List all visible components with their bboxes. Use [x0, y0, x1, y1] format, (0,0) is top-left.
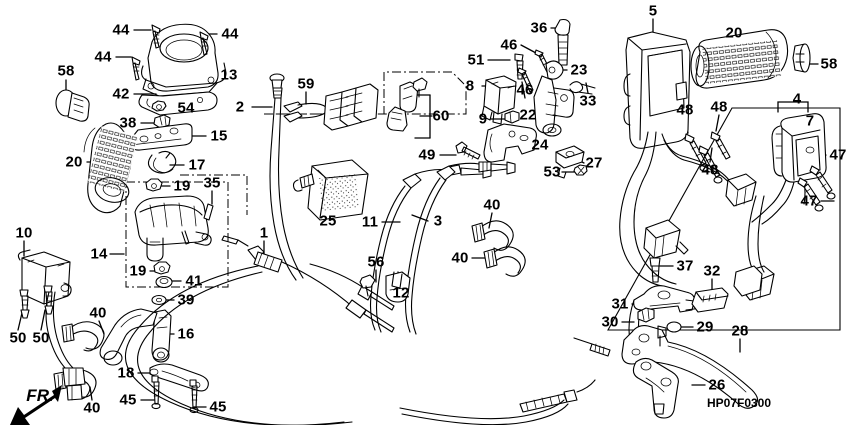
callout-40-b: 40: [83, 399, 101, 417]
callout-8: 8: [465, 77, 475, 95]
callout-13: 13: [220, 66, 238, 84]
callout-50-a: 50: [9, 329, 27, 347]
right-switch-parts: [481, 18, 596, 179]
callout-29: 29: [696, 318, 714, 336]
clamp-40-c: [471, 220, 514, 251]
callout-48-a: 48: [676, 101, 694, 119]
callout-42: 42: [112, 85, 130, 103]
callout-5: 5: [648, 2, 658, 20]
group-boxes: [125, 71, 841, 331]
callout-9: 9: [478, 110, 488, 128]
callout-15: 15: [210, 127, 228, 145]
spring-33: [569, 81, 596, 95]
cable-1: [124, 235, 411, 425]
callout-31: 31: [611, 295, 629, 313]
callout-47-b: 47: [800, 192, 818, 210]
callout-46-a: 46: [500, 36, 518, 54]
callout-32: 32: [703, 262, 721, 280]
grip-left: [83, 122, 139, 214]
callout-50-b: 50: [32, 329, 50, 347]
clamp-40-a: [61, 321, 105, 352]
callout-48-b: 48: [710, 98, 728, 116]
callout-14: 14: [90, 245, 108, 263]
callout-44-b: 44: [221, 25, 239, 43]
callout-54: 54: [177, 99, 195, 117]
callout-40-d: 40: [451, 249, 469, 267]
callout-10: 10: [15, 224, 33, 242]
callout-33: 33: [579, 92, 597, 110]
callout-35: 35: [203, 174, 221, 192]
switch-8: [481, 75, 517, 125]
callout-4: 4: [792, 90, 802, 108]
callout-7: 7: [805, 112, 815, 130]
callout-47-a: 47: [829, 146, 847, 164]
callout-36: 36: [530, 19, 548, 37]
clip-27: [555, 145, 585, 179]
fr-arrow: [10, 385, 62, 425]
callout-56: 56: [367, 253, 385, 271]
callout-39: 39: [177, 291, 195, 309]
callout-12: 12: [392, 284, 410, 302]
switch-4-7: [733, 113, 836, 297]
callout-51: 51: [467, 51, 485, 69]
end-cap-left: [55, 89, 90, 122]
callout-45-a: 45: [119, 391, 137, 409]
callout-45-b: 45: [209, 398, 227, 416]
callout-20-b: 20: [725, 24, 743, 42]
box-25: [292, 159, 369, 221]
callout-19-b: 19: [129, 262, 147, 280]
callout-49: 49: [418, 146, 436, 164]
callout-30: 30: [601, 313, 619, 331]
callout-37: 37: [676, 257, 694, 275]
lever-22-23: [533, 60, 575, 137]
callout-44-a: 44: [112, 21, 130, 39]
callout-60: 60: [432, 107, 450, 125]
callout-3: 3: [433, 212, 443, 230]
brake-lever-group: [399, 257, 759, 425]
left-switch-housing-group: [55, 23, 227, 214]
callout-40-c: 40: [483, 196, 501, 214]
bracket-24: [483, 123, 537, 163]
grip-right: [690, 29, 811, 89]
callout-48-c: 48: [701, 161, 719, 179]
callout-18: 18: [117, 364, 135, 382]
callout-53: 53: [543, 163, 561, 181]
callout-46-b: 46: [516, 81, 534, 99]
callout-58-b: 58: [820, 55, 838, 73]
callout-24: 24: [531, 136, 549, 154]
front-direction-label: FR.: [26, 386, 54, 405]
callout-58-a: 58: [57, 62, 75, 80]
lower-left-housing-group: [53, 178, 214, 414]
callout-2: 2: [235, 98, 245, 116]
assembly-59: [283, 83, 379, 131]
callout-22: 22: [519, 106, 537, 124]
callout-19-a: 19: [173, 177, 191, 195]
callout-26: 26: [708, 376, 726, 394]
callout-27: 27: [585, 154, 603, 172]
callout-17: 17: [188, 156, 206, 174]
callout-20-a: 20: [65, 153, 83, 171]
callout-1: 1: [259, 224, 269, 242]
callout-38: 38: [119, 114, 137, 132]
callout-25: 25: [319, 212, 337, 230]
callout-11: 11: [361, 213, 379, 231]
callout-59: 59: [297, 75, 315, 93]
callout-16: 16: [177, 325, 195, 343]
diagram-part-number: HP07F0300: [706, 396, 772, 410]
callout-44-c: 44: [94, 48, 112, 66]
center-cable-group: [124, 73, 526, 425]
callout-40-a: 40: [89, 304, 107, 322]
callout-28: 28: [731, 322, 749, 340]
lever-16: [99, 308, 172, 366]
clamp-40-d: [483, 246, 526, 277]
callout-41: 41: [185, 272, 203, 290]
clips-60: [386, 77, 428, 132]
callout-23: 23: [570, 61, 588, 79]
switch-10-group: [10, 249, 86, 425]
